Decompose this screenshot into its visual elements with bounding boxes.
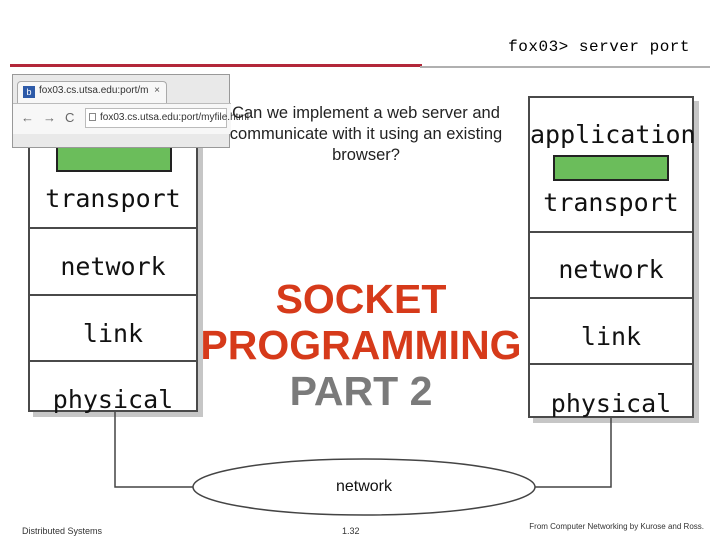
right-protocol-stack: application transport network link physi… (528, 96, 696, 418)
footer-slide-number: 1.32 (342, 526, 360, 536)
left-layer-transport: transport (45, 184, 181, 213)
header-rule-red (10, 64, 422, 67)
browser-tab-title: fox03.cs.utsa.edu:port/m (39, 85, 149, 96)
question-text: Can we implement a web server and commun… (229, 104, 503, 164)
left-protocol-stack: transport network link physical (28, 96, 198, 414)
footer-course: Distributed Systems (22, 526, 103, 536)
right-layer-physical: physical (550, 389, 672, 418)
left-divider (30, 360, 196, 362)
right-divider (530, 363, 692, 365)
right-layer-link: link (580, 322, 642, 351)
left-layer-physical: physical (52, 385, 174, 414)
left-layer-network: network (60, 252, 166, 281)
left-divider (30, 294, 196, 296)
network-label: network (335, 478, 393, 495)
footer-credit: From Computer Networking by Kurose and R… (529, 522, 704, 531)
reload-icon[interactable]: C (65, 110, 75, 125)
back-arrow-icon[interactable]: ← (21, 110, 34, 125)
network-cloud (192, 458, 536, 516)
address-bar-url: fox03.cs.utsa.edu:port/myfile.html (100, 112, 249, 123)
left-connection-line (114, 412, 195, 488)
right-layer-network: network (558, 255, 664, 284)
right-divider (530, 297, 692, 299)
left-divider (30, 227, 196, 229)
left-layer-link: link (82, 319, 144, 348)
slide-title: SOCKET PROGRAMMING PART 2 (196, 276, 526, 414)
browser-tab[interactable]: b fox03.cs.utsa.edu:port/m × (17, 81, 167, 103)
title-line-programming: PROGRAMMING (200, 322, 522, 368)
page-icon (89, 113, 96, 121)
title-line-socket: SOCKET (275, 276, 447, 322)
right-layer-application: application (530, 120, 696, 149)
blogger-icon: b (23, 86, 35, 98)
right-application-block (553, 155, 669, 181)
right-layer-transport: transport (543, 188, 679, 217)
header-rule-grey (420, 66, 710, 68)
browser-toolbar: ← → C fox03.cs.utsa.edu:port/myfile.html (13, 103, 249, 134)
forward-arrow-icon[interactable]: → (43, 110, 56, 125)
right-divider (530, 231, 692, 233)
right-connection-line (532, 418, 612, 488)
title-line-part: PART 2 (289, 368, 433, 414)
terminal-command: fox03> server port (508, 38, 690, 56)
address-bar[interactable]: fox03.cs.utsa.edu:port/myfile.html (85, 108, 249, 128)
close-icon[interactable]: × (154, 85, 160, 96)
browser-window: b fox03.cs.utsa.edu:port/m × ← → C fox03… (12, 74, 249, 148)
